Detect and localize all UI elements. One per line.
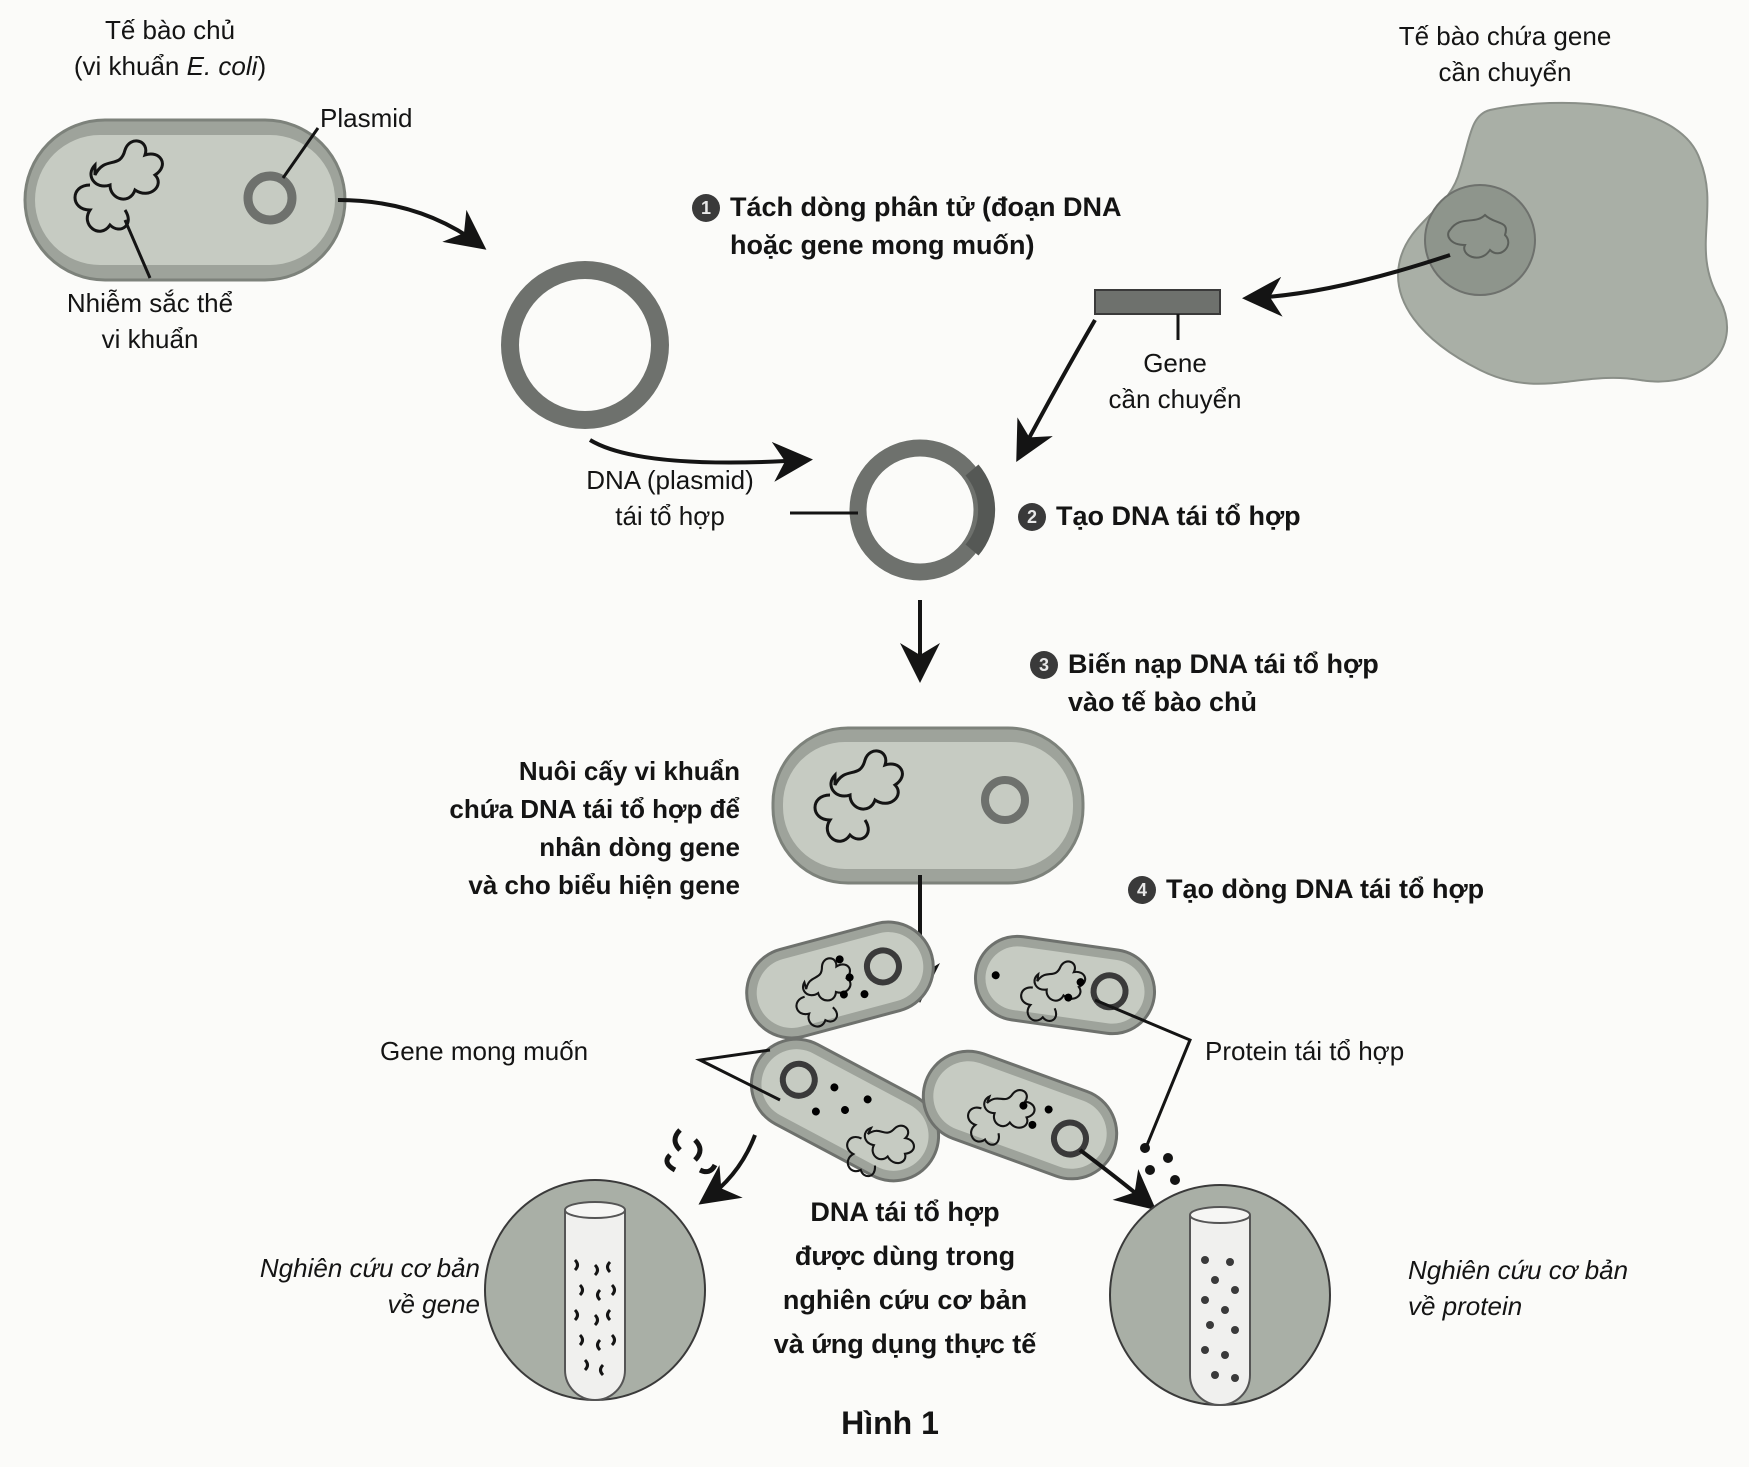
recombinant-protein-label: Protein tái tổ hợp bbox=[1205, 1036, 1405, 1066]
protein-research-tube bbox=[1109, 1184, 1331, 1406]
host-cell bbox=[23, 118, 347, 282]
bacterial-clone-1 bbox=[745, 920, 935, 1040]
gene-to-transfer-label: Gene cần chuyển bbox=[1108, 348, 1242, 414]
gene-research-tube bbox=[484, 1179, 706, 1401]
desired-gene-label: Gene mong muốn bbox=[380, 1036, 589, 1066]
protein-dots-icon bbox=[1140, 1143, 1180, 1185]
applications-label: DNA tái tổ hợp được dùng trong nghiên cứ… bbox=[773, 1197, 1037, 1359]
bacterial-clone-4 bbox=[921, 1049, 1119, 1181]
host-cell-label: Tế bào chủ (vi khuẩn E. coli) bbox=[73, 15, 267, 81]
protein-research-label: Nghiên cứu cơ bản về protein bbox=[1408, 1255, 1629, 1321]
bacterial-clone-2 bbox=[973, 934, 1157, 1036]
step-2: 2 Tạo DNA tái tổ hợp bbox=[1018, 497, 1301, 535]
isolated-plasmid-icon bbox=[501, 261, 669, 429]
step-4: 4 Tạo dòng DNA tái tổ hợp bbox=[1128, 870, 1484, 908]
plasmid-icon bbox=[243, 171, 297, 225]
nucleus-icon bbox=[1424, 184, 1536, 296]
step-number-badge: 4 bbox=[1128, 876, 1156, 904]
figure-caption: Hình 1 bbox=[841, 1405, 939, 1441]
gene-fragment-icon bbox=[1094, 289, 1221, 315]
step-number-badge: 1 bbox=[692, 194, 720, 222]
culture-label: Nuôi cấy vi khuẩn chứa DNA tái tổ hợp để… bbox=[449, 756, 740, 900]
gene-fragments-icon bbox=[664, 1128, 718, 1175]
donor-cell-label: Tế bào chứa gene cần chuyển bbox=[1398, 21, 1612, 87]
gene-research-label: Nghiên cứu cơ bản về gene bbox=[259, 1253, 480, 1319]
transformed-host-cell bbox=[771, 726, 1085, 885]
recombinant-plasmid-icon bbox=[849, 439, 991, 581]
step-number-badge: 2 bbox=[1018, 503, 1046, 531]
bacterial-chromosome-label: Nhiễm sắc thể vi khuẩn bbox=[66, 288, 234, 354]
recombinant-plasmid-label: DNA (plasmid) tái tổ hợp bbox=[586, 465, 754, 531]
donor-cell bbox=[1397, 101, 1728, 385]
step-number-badge: 3 bbox=[1030, 651, 1058, 679]
plasmid-label: Plasmid bbox=[320, 103, 413, 133]
